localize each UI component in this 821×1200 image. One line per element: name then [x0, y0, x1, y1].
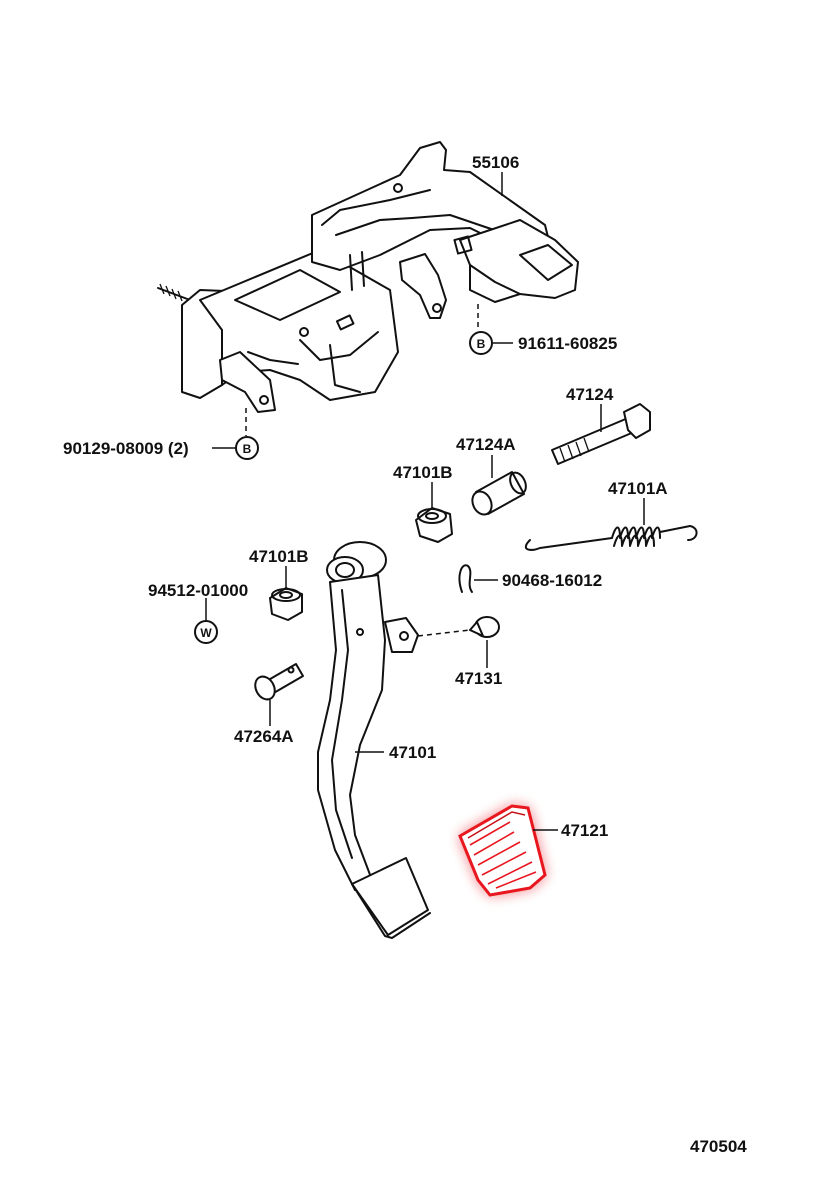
clip[interactable]: [458, 564, 473, 593]
label-47124: 47124: [566, 385, 614, 404]
marker-w: W: [194, 620, 218, 644]
pedal-bracket[interactable]: [157, 141, 579, 413]
pedal-stopper[interactable]: [469, 616, 500, 638]
assembly-guide-lines: [245, 304, 479, 637]
pedal-pad-highlighted[interactable]: [458, 804, 547, 897]
marker-b-upper: B: [469, 331, 493, 355]
pedal-shaft-bolt[interactable]: [551, 403, 651, 465]
label-47131: 47131: [455, 669, 502, 688]
marker-b-lower: B: [235, 436, 259, 460]
label-55106: 55106: [472, 153, 519, 172]
svg-text:B: B: [243, 442, 252, 456]
label-90129-08009: 90129-08009 (2): [63, 439, 189, 458]
svg-text:W: W: [200, 626, 212, 640]
label-47101b-top: 47101B: [393, 463, 453, 482]
label-47121: 47121: [561, 821, 608, 840]
label-47101: 47101: [389, 743, 436, 762]
label-94512-01000: 94512-01000: [148, 581, 248, 600]
diagram-code: 470504: [690, 1137, 747, 1156]
clutch-pedal-arm[interactable]: [317, 541, 431, 939]
bushing-left[interactable]: [269, 587, 303, 621]
leader-lines: [205, 172, 645, 831]
return-spring[interactable]: [524, 525, 698, 551]
collar[interactable]: [469, 470, 529, 518]
bushing-top[interactable]: [415, 507, 453, 543]
label-90468-16012: 90468-16012: [502, 571, 602, 590]
label-47101a: 47101A: [608, 479, 668, 498]
label-91611-60825: 91611-60825: [518, 334, 617, 353]
svg-text:B: B: [477, 337, 486, 351]
clevis-pin[interactable]: [251, 663, 304, 703]
label-47101b-left: 47101B: [249, 547, 309, 566]
label-47124a: 47124A: [456, 435, 516, 454]
label-47264a: 47264A: [234, 727, 294, 746]
